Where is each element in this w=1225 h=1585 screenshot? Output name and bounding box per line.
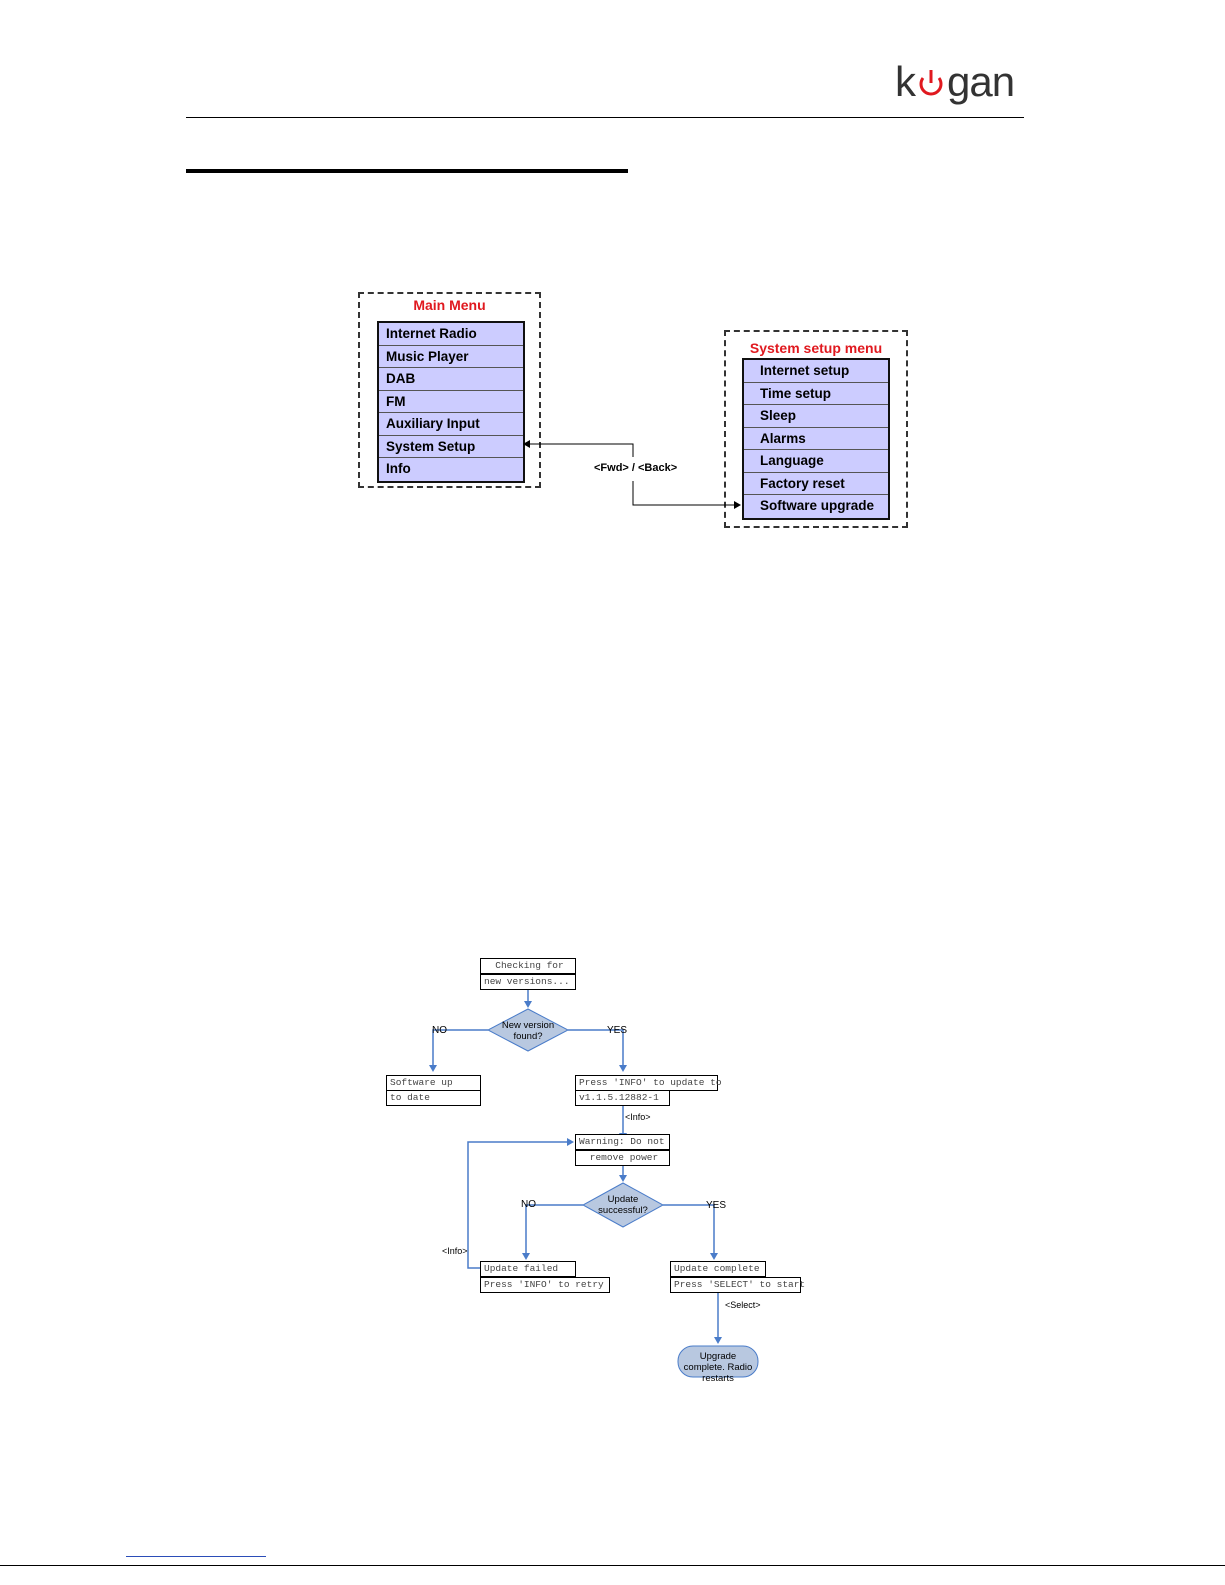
- lcd-up-to-date-line1: Software up: [386, 1075, 481, 1091]
- system-menu-item-factory-reset: Factory reset: [744, 473, 888, 495]
- main-menu-item-auxiliary-input: Auxiliary Input: [379, 413, 523, 436]
- system-menu-title: System setup menu: [749, 340, 883, 356]
- terminal-radio-restarts: [677, 1345, 759, 1378]
- lcd-checking-line2: new versions...: [480, 974, 576, 990]
- fwd-back-label: <Fwd> / <Back>: [594, 462, 678, 474]
- lcd-up-to-date-line2: to date: [386, 1090, 481, 1106]
- lcd-complete-line1: Update complete: [670, 1261, 766, 1277]
- footer-link-underline[interactable]: [126, 1556, 266, 1557]
- main-menu-item-internet-radio: Internet Radio: [379, 323, 523, 346]
- info-label-2: <Info>: [442, 1246, 468, 1256]
- decision-new-version: [486, 1008, 570, 1052]
- system-menu-item-time-setup: Time setup: [744, 383, 888, 405]
- system-menu-item-language: Language: [744, 450, 888, 473]
- main-menu-box: Main Menu Internet Radio Music Player DA…: [358, 292, 541, 488]
- power-icon: [916, 60, 946, 96]
- main-menu-item-music-player: Music Player: [379, 346, 523, 368]
- system-menu-item-alarms: Alarms: [744, 428, 888, 450]
- main-menu-item-fm: FM: [379, 391, 523, 413]
- decision-new-version-label: New version found?: [501, 1020, 555, 1042]
- flowchart-connectors: [429, 990, 759, 1378]
- system-menu-item-sleep: Sleep: [744, 405, 888, 428]
- lcd-press-info-line1: Press 'INFO' to update to: [575, 1075, 722, 1091]
- decision-update-successful: [581, 1182, 665, 1228]
- footer-rule: [0, 1565, 1225, 1566]
- main-menu-title: Main Menu: [413, 297, 486, 313]
- yes-label-1: YES: [607, 1025, 628, 1036]
- main-menu-item-system-setup: System Setup: [379, 436, 523, 458]
- system-menu-list: Internet setup Time setup Sleep Alarms L…: [742, 358, 890, 520]
- no-label-2: NO: [521, 1199, 536, 1210]
- system-menu-item-internet-setup: Internet setup: [744, 360, 888, 383]
- main-menu-item-info: Info: [386, 461, 411, 476]
- lcd-checking-line1: Checking for: [480, 958, 576, 974]
- select-label: <Select>: [725, 1300, 761, 1310]
- lcd-warning-line1: Warning: Do not: [575, 1134, 670, 1150]
- lcd-complete-line2: Press 'SELECT' to start: [670, 1277, 805, 1293]
- main-menu-list: Internet Radio Music Player DAB FM Auxil…: [377, 321, 525, 483]
- lcd-failed-line1: Update failed: [480, 1261, 576, 1277]
- main-menu-item-dab: DAB: [379, 368, 523, 391]
- menu-connector-arrows: [523, 440, 741, 509]
- lcd-warning-line2: remove power: [575, 1150, 670, 1166]
- decision-update-successful-label: Update successful?: [598, 1194, 648, 1216]
- yes-label-2: YES: [706, 1200, 727, 1211]
- header-rule: [186, 117, 1024, 118]
- system-menu-item-software-upgrade: Software upgrade: [760, 498, 875, 513]
- lcd-press-info-line2: v1.1.5.12882-1: [575, 1090, 670, 1106]
- no-label-1: NO: [432, 1025, 447, 1036]
- lcd-failed-line2: Press 'INFO' to retry: [480, 1277, 610, 1293]
- terminal-label: Upgrade complete. Radio restarts: [683, 1351, 753, 1384]
- section-title-rule: [186, 169, 628, 173]
- system-menu-box: System setup menu Internet setup Time se…: [724, 330, 908, 528]
- info-label-1: <Info>: [625, 1112, 651, 1122]
